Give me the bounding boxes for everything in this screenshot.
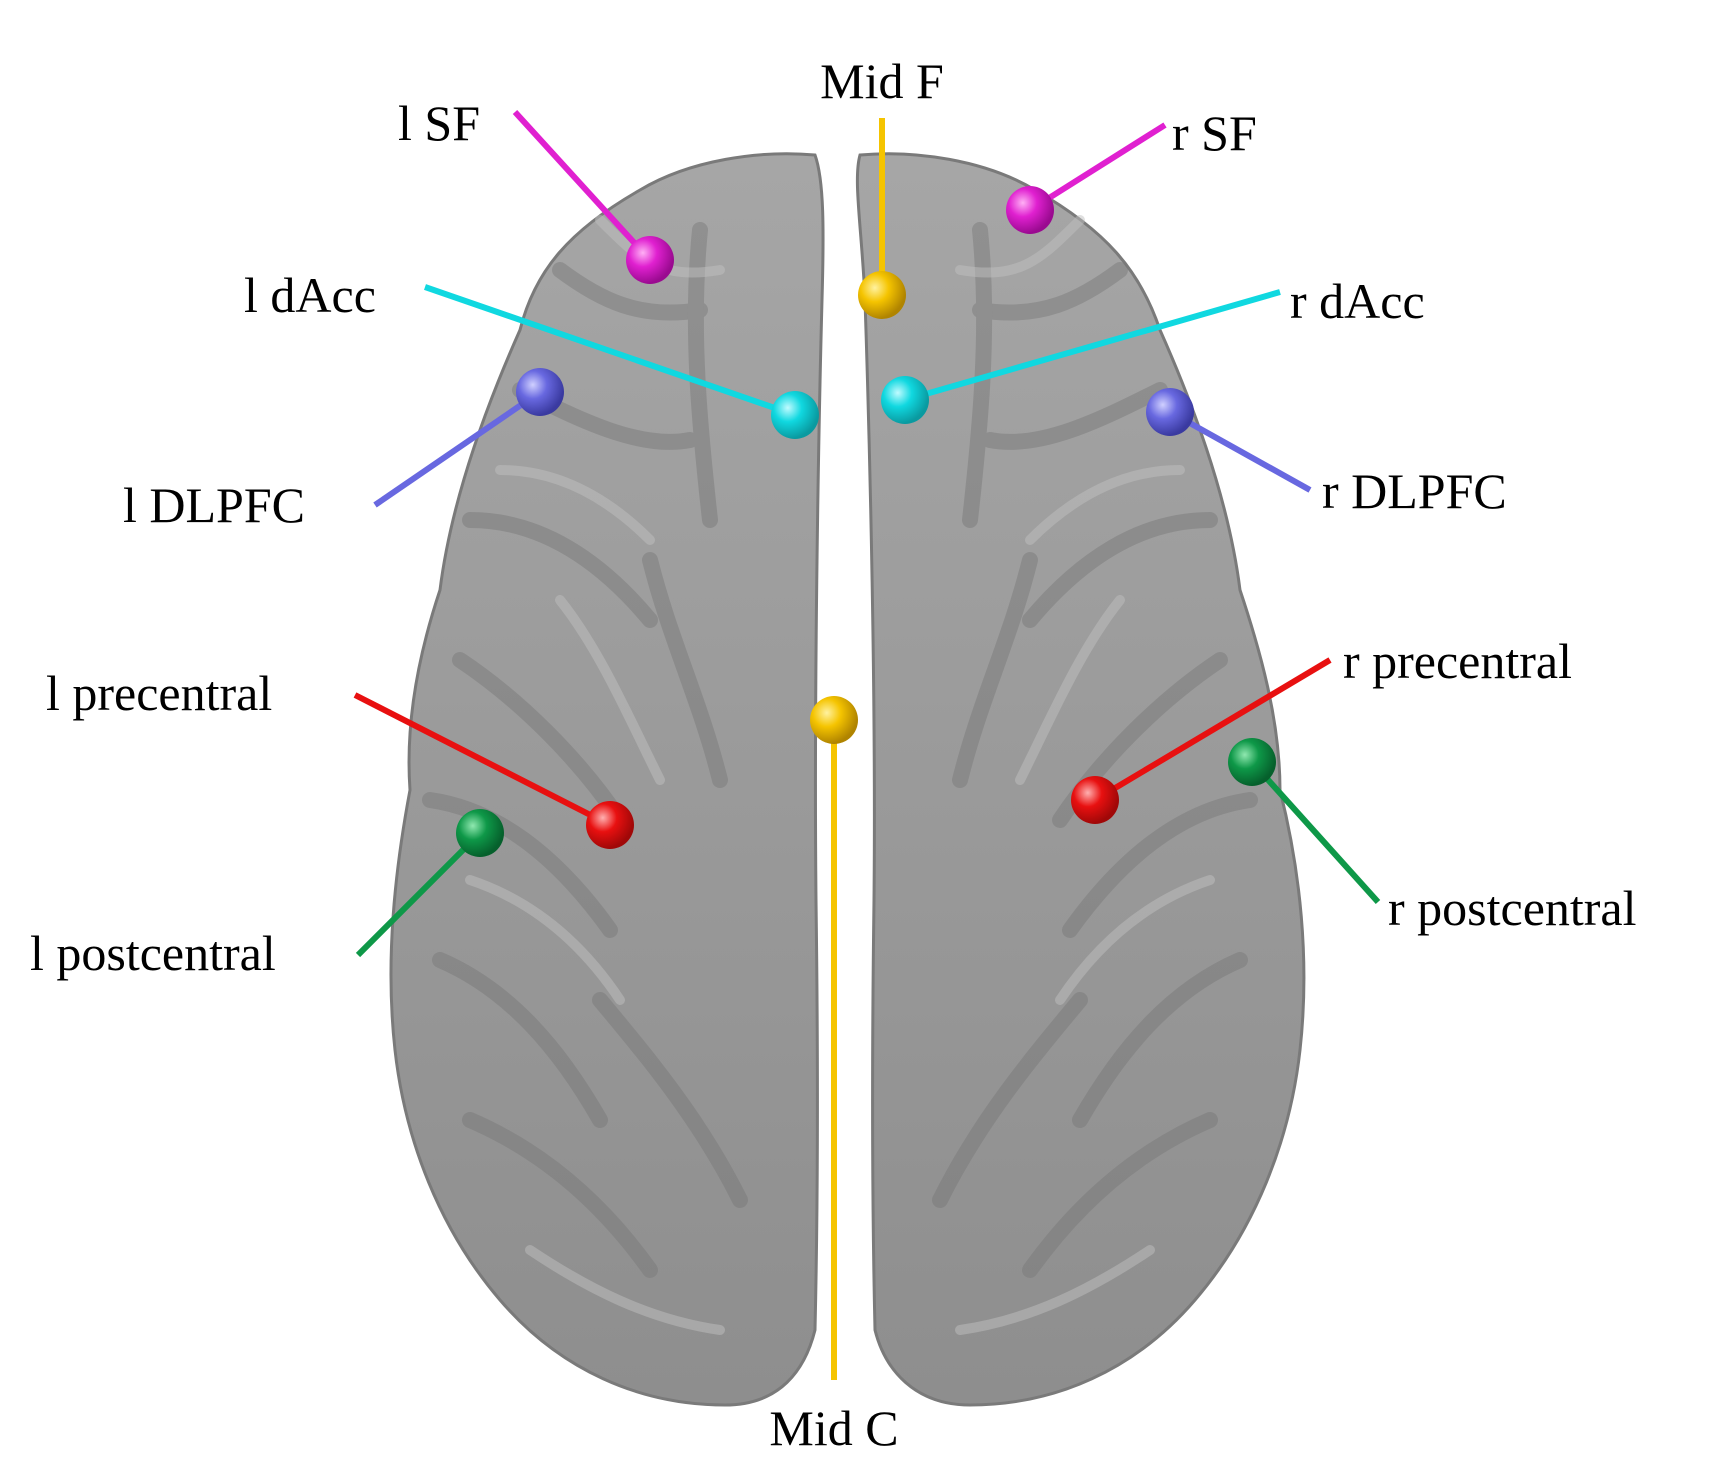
mid-f-label: Mid F xyxy=(820,53,944,109)
l-dacc-leader-line xyxy=(424,284,796,418)
r-dlpfc-leader-line xyxy=(1168,409,1312,493)
r-dacc-leader-line xyxy=(904,289,1281,403)
l-precentral-label: l precentral xyxy=(46,665,272,721)
mid-f-electrode xyxy=(858,271,906,319)
l-precentral-leader-line xyxy=(353,692,612,828)
r-dacc-electrode xyxy=(881,376,929,424)
r-precentral-leader-line xyxy=(1093,657,1332,803)
r-sf-leader-line xyxy=(1028,122,1167,213)
l-dacc-electrode xyxy=(771,391,819,439)
l-dlpfc-leader-line xyxy=(373,389,542,508)
l-dacc-label: l dAcc xyxy=(244,267,376,323)
r-dacc-label: r dAcc xyxy=(1290,273,1425,329)
l-sf-leader-line xyxy=(512,109,653,263)
r-sf-electrode xyxy=(1006,186,1054,234)
r-precentral-electrode xyxy=(1071,776,1119,824)
left-hemisphere xyxy=(389,152,825,1407)
r-postcentral-label: r postcentral xyxy=(1388,880,1637,936)
l-sf-electrode xyxy=(626,236,674,284)
l-postcentral-label: l postcentral xyxy=(30,925,276,981)
r-postcentral-electrode xyxy=(1228,738,1276,786)
mid-c-label: Mid C xyxy=(769,1400,898,1456)
mid-c-electrode xyxy=(810,696,858,744)
l-sf-label: l SF xyxy=(398,95,480,151)
r-sf-label: r SF xyxy=(1172,105,1257,161)
r-dlpfc-label: r DLPFC xyxy=(1322,463,1507,519)
r-precentral-label: r precentral xyxy=(1343,633,1572,689)
l-dlpfc-label: l DLPFC xyxy=(123,477,305,533)
right-hemisphere xyxy=(855,152,1306,1407)
l-postcentral-electrode xyxy=(456,809,504,857)
r-dlpfc-electrode xyxy=(1146,388,1194,436)
r-postcentral-leader-line xyxy=(1249,759,1381,905)
l-precentral-electrode xyxy=(586,801,634,849)
l-postcentral-leader-line xyxy=(355,830,483,958)
l-dlpfc-electrode xyxy=(516,368,564,416)
